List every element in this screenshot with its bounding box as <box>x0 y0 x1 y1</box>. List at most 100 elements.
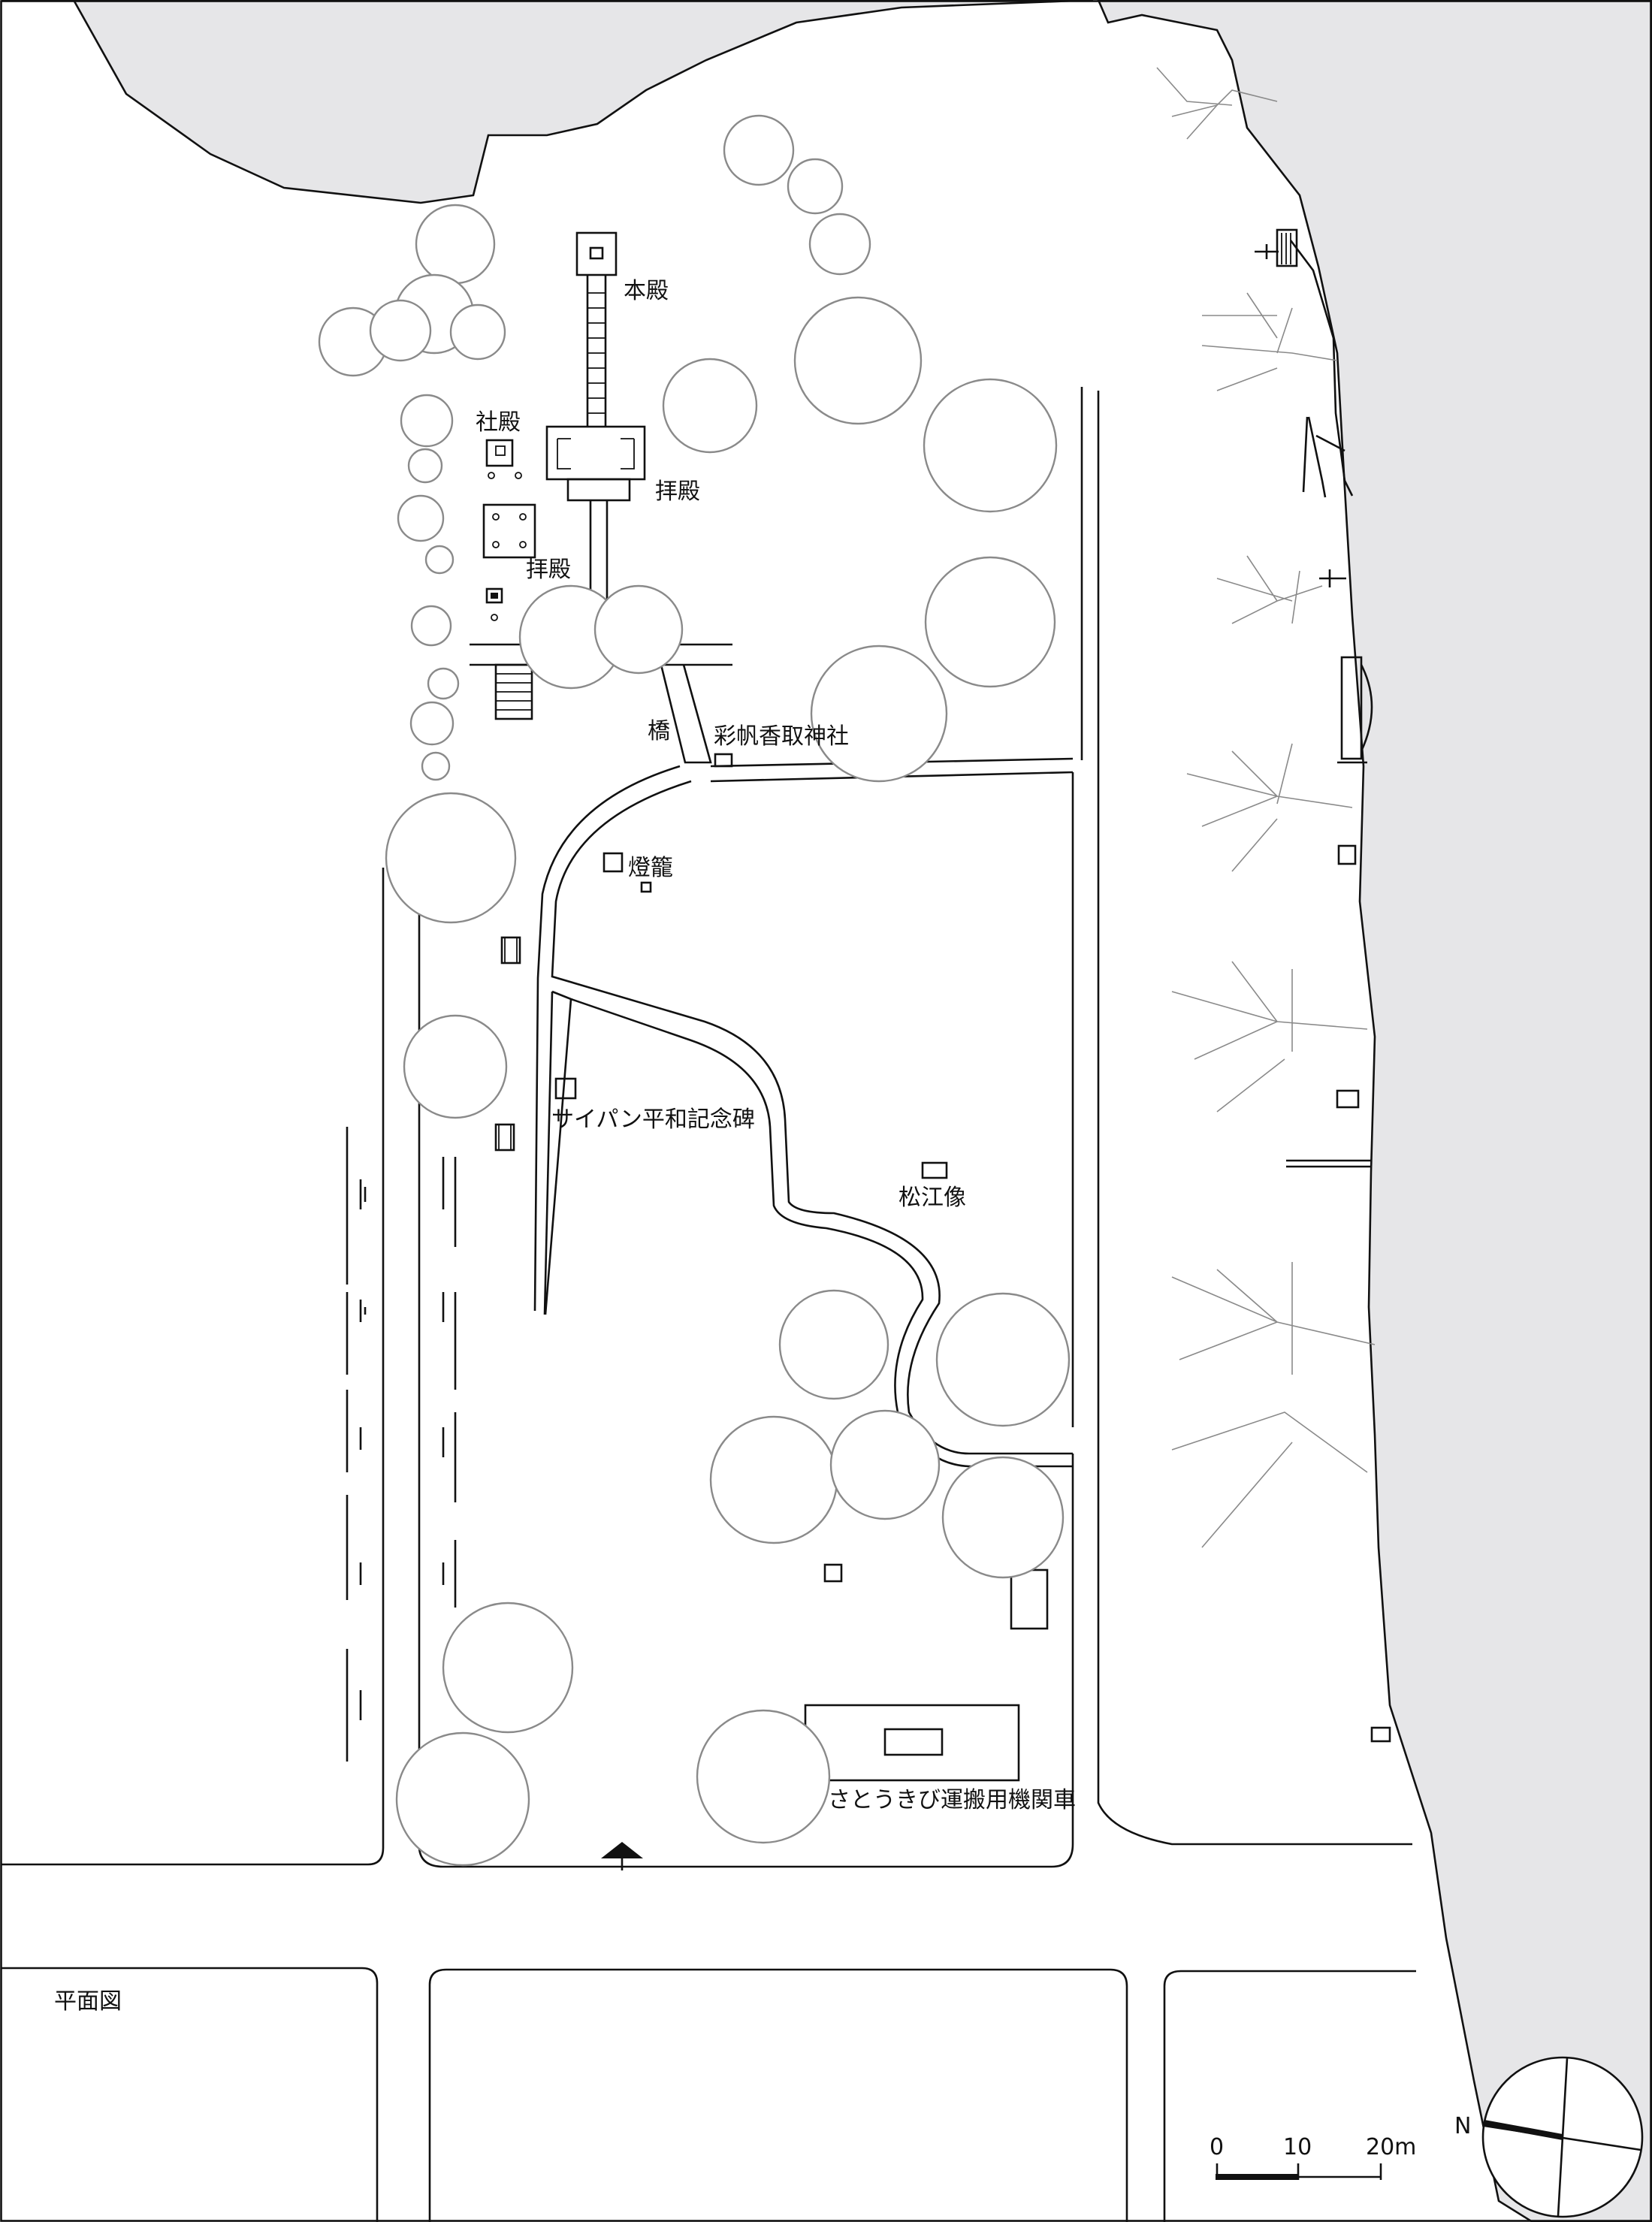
sea-top-left <box>2 0 1094 204</box>
label-locomotive: さとうきび運搬用機関車 <box>828 1787 1076 1813</box>
tree <box>829 1409 941 1520</box>
stairs-treads <box>496 673 532 711</box>
tree <box>410 605 452 647</box>
label-lantern: 燈籠 <box>628 855 673 881</box>
statue-marker <box>921 1161 948 1179</box>
tree <box>400 394 454 448</box>
shelter <box>1010 1568 1049 1630</box>
haiden-side-post <box>519 513 527 521</box>
tree <box>793 296 923 425</box>
path-curve-inner <box>533 765 681 1312</box>
label-haiden-side: 拝殿 <box>526 557 571 583</box>
honden-corridor-steps <box>587 292 606 414</box>
bridge-outline <box>660 664 712 764</box>
lantern-large <box>603 852 624 873</box>
coastal-trees <box>1156 67 1376 1548</box>
locomotive-body <box>883 1728 944 1756</box>
tree <box>662 358 758 454</box>
plan-title: 平面図 <box>54 1988 122 2015</box>
path-wedge-left <box>543 991 554 1315</box>
shrine-sign <box>714 753 733 768</box>
scale-tick-0: 0 <box>1210 2134 1224 2160</box>
tree <box>810 645 948 783</box>
lantern-small <box>640 881 652 893</box>
entrance-arrow-icon <box>601 1842 643 1870</box>
label-haiden-main: 拝殿 <box>655 479 700 505</box>
haiden-side-post <box>492 513 500 521</box>
bench-1 <box>500 936 521 965</box>
label-bridge: 橋 <box>648 718 670 744</box>
haiden-side-building <box>482 503 536 559</box>
compass-north-label: N <box>1454 2113 1471 2139</box>
tree <box>427 667 460 700</box>
tree <box>723 114 795 186</box>
path-wedge-right <box>544 998 572 1315</box>
scale-tick-10: 10 <box>1283 2134 1312 2160</box>
label-peace-monument: サイパン平和記念碑 <box>551 1106 755 1133</box>
compass-icon: N <box>1454 2056 1644 2218</box>
small-structure <box>823 1563 843 1583</box>
tree <box>407 448 443 484</box>
shaden-post <box>488 472 495 479</box>
shaden-building <box>485 439 514 467</box>
haiden-side-altar <box>485 587 503 604</box>
haiden-main-building <box>545 425 646 481</box>
bench-1-slats <box>504 937 518 963</box>
tree <box>397 494 445 542</box>
bench-2-slats <box>498 1125 512 1150</box>
tree <box>778 1289 889 1400</box>
tree <box>808 213 871 276</box>
block-bottom-middle <box>428 1968 1128 2222</box>
tree <box>923 378 1058 513</box>
canopy-trees <box>318 114 1071 1867</box>
haiden-main-porch <box>566 478 631 502</box>
tree <box>409 701 455 746</box>
sea-right <box>1097 0 1652 2222</box>
tree <box>935 1292 1071 1427</box>
tree <box>709 1415 838 1544</box>
path-curve-outer <box>551 780 1073 1455</box>
tree <box>696 1709 831 1844</box>
tree <box>442 1602 574 1734</box>
scale-tick-20: 20m <box>1366 2134 1416 2160</box>
tree <box>924 556 1056 688</box>
block-bottom-left <box>2 1967 379 2222</box>
tree <box>424 545 455 575</box>
tree <box>941 1456 1065 1579</box>
locomotive-enclosure <box>804 1704 1020 1782</box>
shaden-inner <box>495 445 506 456</box>
tree <box>415 204 496 285</box>
block-bottom-right <box>1163 1970 1416 2222</box>
tree <box>421 751 451 781</box>
tree <box>403 1014 508 1119</box>
road-east-outer <box>1097 391 1412 1846</box>
haiden-side-lamp <box>491 614 498 621</box>
honden-building <box>575 231 618 276</box>
tree <box>369 299 432 362</box>
label-statue: 松江像 <box>898 1185 966 1211</box>
haiden-main-inner <box>557 438 635 469</box>
tree <box>787 158 844 215</box>
park-edge-left <box>2 868 385 1866</box>
label-honden: 本殿 <box>624 278 669 304</box>
park-edge-inner <box>418 870 1074 1868</box>
parking-stalls <box>346 1127 457 1762</box>
tree <box>385 792 517 924</box>
tree <box>395 1731 530 1867</box>
label-shrine-name: 彩帆香取神社 <box>714 723 849 750</box>
haiden-side-post <box>519 541 527 548</box>
label-shaden: 社殿 <box>476 409 521 436</box>
scale-bar: 0 10 20m <box>1210 2134 1416 2180</box>
honden-inner <box>589 246 604 260</box>
tree <box>593 584 684 675</box>
bench-2 <box>494 1123 515 1152</box>
peace-monument-marker <box>554 1077 577 1100</box>
tree <box>449 303 506 361</box>
haiden-side-post <box>492 541 500 548</box>
haiden-side-altar-core <box>491 593 498 599</box>
shaden-post <box>515 472 522 479</box>
honden-corridor <box>586 275 607 427</box>
